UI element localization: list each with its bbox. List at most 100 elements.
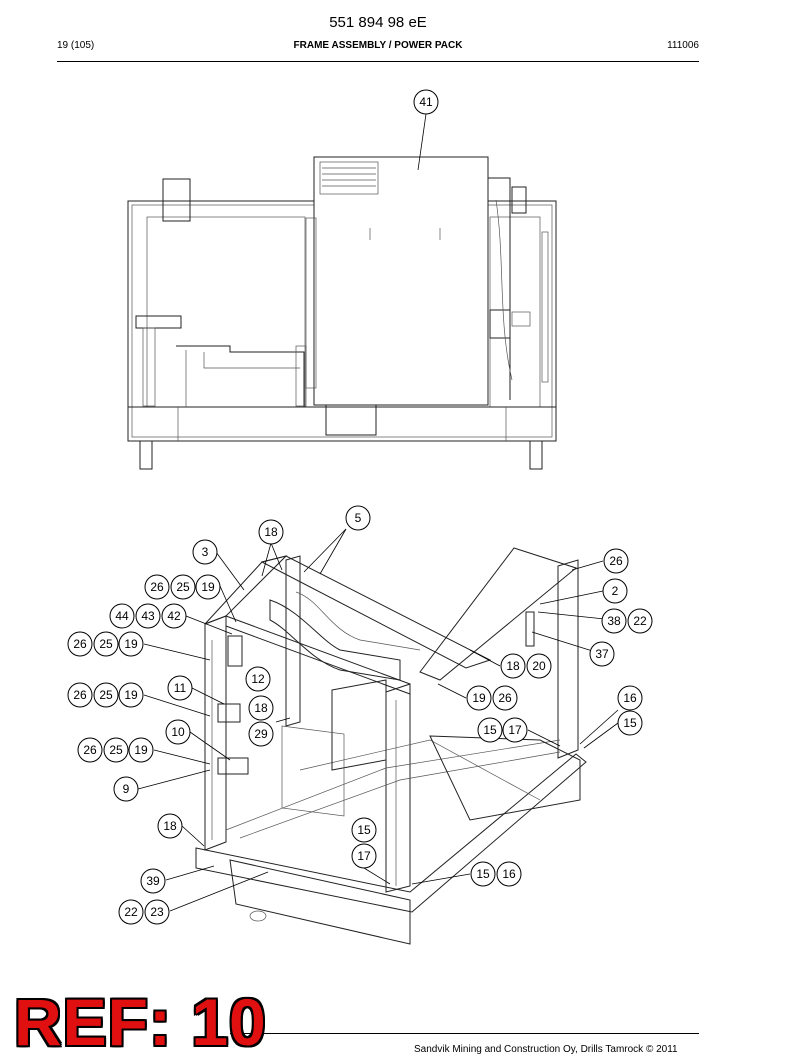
balloon-37: 37 (589, 641, 615, 667)
balloon-25: 25 (170, 574, 196, 600)
svg-text:26: 26 (150, 580, 164, 594)
svg-text:43: 43 (141, 609, 155, 623)
svg-text:17: 17 (357, 849, 371, 863)
balloon-12: 12 (245, 666, 271, 692)
balloon-29: 29 (248, 721, 274, 747)
balloon-25: 25 (103, 737, 129, 763)
svg-text:25: 25 (109, 743, 123, 757)
balloon-19: 19 (128, 737, 154, 763)
balloon-43: 43 (135, 603, 161, 629)
balloon-2: 2 (602, 578, 628, 604)
svg-text:19: 19 (472, 691, 486, 705)
svg-text:26: 26 (83, 743, 97, 757)
leader-lines (137, 113, 619, 912)
svg-text:15: 15 (357, 823, 371, 837)
svg-text:15: 15 (483, 723, 497, 737)
revision-code: 111006 (667, 40, 699, 51)
balloon-15: 15 (470, 861, 496, 887)
balloon-19: 19 (466, 685, 492, 711)
svg-text:2: 2 (612, 584, 619, 598)
svg-text:41: 41 (419, 95, 433, 109)
svg-text:20: 20 (532, 659, 546, 673)
page-number: 19 (105) (57, 40, 95, 51)
svg-text:18: 18 (264, 525, 278, 539)
svg-text:18: 18 (506, 659, 520, 673)
top-view-drawing (127, 156, 557, 470)
balloon-16: 16 (617, 685, 643, 711)
isometric-view-drawing (195, 547, 587, 945)
svg-text:22: 22 (633, 614, 647, 628)
balloon-15: 15 (617, 710, 643, 736)
svg-text:25: 25 (176, 580, 190, 594)
balloon-42: 42 (161, 603, 187, 629)
balloon-26: 26 (67, 631, 93, 657)
balloon-26: 26 (603, 548, 629, 574)
svg-text:5: 5 (355, 511, 362, 525)
balloon-18: 18 (157, 813, 183, 839)
header-divider (57, 61, 699, 62)
svg-text:22: 22 (124, 905, 138, 919)
balloon-17: 17 (351, 843, 377, 869)
balloon-9: 9 (113, 776, 139, 802)
svg-text:42: 42 (167, 609, 181, 623)
page-header: 19 (105) FRAME ASSEMBLY / POWER PACK 111… (57, 40, 699, 56)
balloon-15: 15 (477, 717, 503, 743)
balloon-39: 39 (140, 868, 166, 894)
svg-text:12: 12 (251, 672, 265, 686)
ref-stamp: REF: 10 (14, 985, 267, 1059)
svg-text:26: 26 (73, 688, 87, 702)
balloon-10: 10 (165, 719, 191, 745)
svg-text:15: 15 (476, 867, 490, 881)
svg-text:38: 38 (607, 614, 621, 628)
svg-text:26: 26 (609, 554, 623, 568)
svg-text:23: 23 (150, 905, 164, 919)
balloon-18: 18 (500, 653, 526, 679)
svg-text:25: 25 (99, 637, 113, 651)
svg-text:25: 25 (99, 688, 113, 702)
balloon-19: 19 (118, 631, 144, 657)
svg-text:19: 19 (124, 637, 138, 651)
svg-text:16: 16 (502, 867, 516, 881)
svg-text:18: 18 (163, 819, 177, 833)
svg-text:19: 19 (124, 688, 138, 702)
svg-text:44: 44 (115, 609, 129, 623)
balloon-20: 20 (526, 653, 552, 679)
document-number: 551 894 98 eE (329, 14, 427, 31)
balloon-22: 22 (118, 899, 144, 925)
balloon-5: 5 (345, 505, 371, 531)
svg-text:9: 9 (123, 782, 130, 796)
svg-text:29: 29 (254, 727, 268, 741)
balloon-44: 44 (109, 603, 135, 629)
page-title: FRAME ASSEMBLY / POWER PACK (293, 40, 463, 51)
svg-text:19: 19 (134, 743, 148, 757)
balloon-18: 18 (258, 519, 284, 545)
balloon-22: 22 (627, 608, 653, 634)
svg-text:17: 17 (508, 723, 522, 737)
balloon-26: 26 (77, 737, 103, 763)
balloon-41: 41 (413, 89, 439, 115)
balloon-18: 18 (248, 695, 274, 721)
svg-text:15: 15 (623, 716, 637, 730)
balloon-25: 25 (93, 631, 119, 657)
part-balloons: 41 5 18 3 26 25 19 26 2 44 43 42 38 22 2… (67, 89, 653, 925)
footer-copyright: Sandvik Mining and Construction Oy, Dril… (414, 1044, 678, 1055)
svg-text:19: 19 (201, 580, 215, 594)
svg-text:26: 26 (73, 637, 87, 651)
svg-text:18: 18 (254, 701, 268, 715)
svg-text:16: 16 (623, 691, 637, 705)
balloon-38: 38 (601, 608, 627, 634)
svg-text:37: 37 (595, 647, 609, 661)
balloon-11: 11 (167, 675, 193, 701)
balloon-26: 26 (144, 574, 170, 600)
balloon-23: 23 (144, 899, 170, 925)
svg-text:10: 10 (171, 725, 185, 739)
balloon-26: 26 (67, 682, 93, 708)
footer-divider (230, 1033, 699, 1034)
balloon-25: 25 (93, 682, 119, 708)
balloon-3: 3 (192, 539, 218, 565)
svg-text:11: 11 (174, 681, 187, 695)
balloon-15: 15 (351, 817, 377, 843)
balloon-16: 16 (496, 861, 522, 887)
svg-text:3: 3 (202, 545, 209, 559)
